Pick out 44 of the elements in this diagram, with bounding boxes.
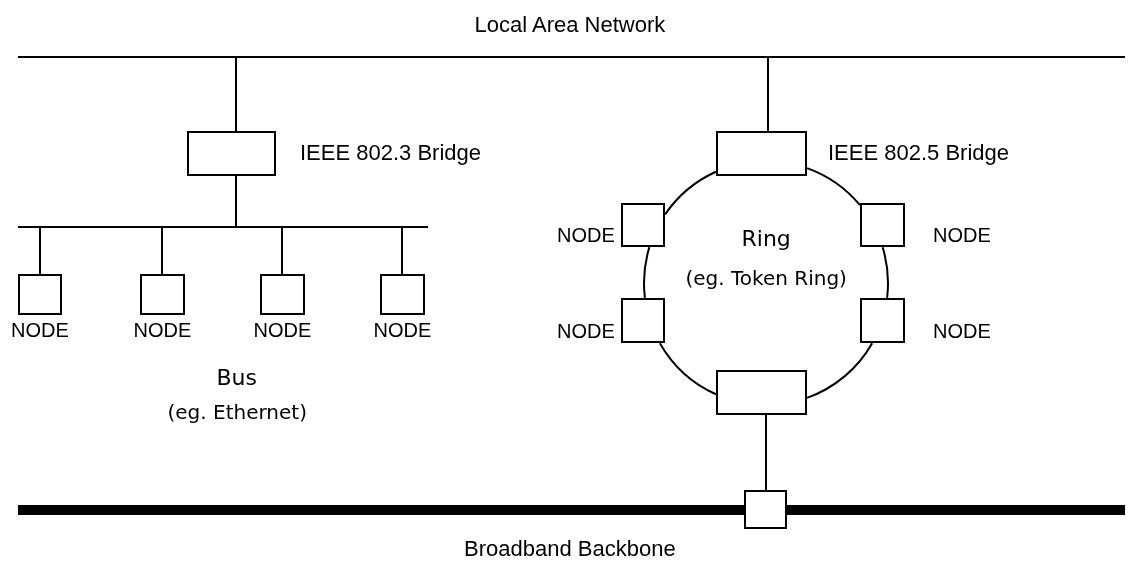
ring-connector bbox=[881, 246, 889, 299]
node-label: NODE bbox=[373, 320, 432, 340]
network-node-box bbox=[716, 370, 807, 415]
network-label: Broadband Backbone bbox=[464, 538, 676, 560]
connector-line bbox=[765, 414, 767, 491]
example-label: (eg. Ethernet) bbox=[167, 402, 307, 422]
network-node-box bbox=[621, 298, 665, 343]
network-label: Local Area Network bbox=[474, 14, 666, 36]
network-node-box bbox=[140, 274, 185, 315]
network-node-box bbox=[18, 274, 62, 315]
node-label: NODE bbox=[253, 320, 312, 340]
connector-line bbox=[401, 227, 403, 275]
bridge-label: IEEE 802.3 Bridge bbox=[300, 142, 481, 164]
node-label: NODE bbox=[557, 321, 615, 341]
connector-line bbox=[39, 227, 41, 275]
node-label: NODE bbox=[933, 225, 991, 245]
network-node-box bbox=[860, 298, 905, 343]
junction-box bbox=[744, 490, 787, 529]
ring-connector bbox=[658, 342, 717, 396]
node-label: NODE bbox=[11, 320, 69, 340]
ring-connector bbox=[806, 342, 874, 399]
connector-line bbox=[235, 57, 237, 132]
connector-line bbox=[161, 227, 163, 275]
ring-connector bbox=[664, 170, 717, 216]
network-type-label: Bus bbox=[216, 367, 257, 389]
ring-connector bbox=[806, 167, 861, 207]
node-label: NODE bbox=[933, 321, 991, 341]
bus-line bbox=[18, 56, 1125, 58]
connector-line bbox=[281, 227, 283, 275]
network-node-box bbox=[260, 274, 305, 315]
network-node-box bbox=[380, 274, 425, 315]
bus-line bbox=[18, 226, 428, 228]
network-node-box bbox=[860, 203, 905, 247]
connector-line bbox=[235, 175, 237, 227]
network-node-box bbox=[621, 203, 665, 247]
connector-line bbox=[767, 57, 769, 132]
ring-connector bbox=[643, 246, 651, 299]
network-type-label: Ring bbox=[741, 228, 791, 250]
example-label: (eg. Token Ring) bbox=[685, 268, 847, 288]
node-label: NODE bbox=[557, 225, 615, 245]
network-node-box bbox=[187, 131, 276, 176]
node-label: NODE bbox=[133, 320, 192, 340]
bridge-label: IEEE 802.5 Bridge bbox=[828, 142, 1009, 164]
network-node-box bbox=[716, 131, 807, 176]
